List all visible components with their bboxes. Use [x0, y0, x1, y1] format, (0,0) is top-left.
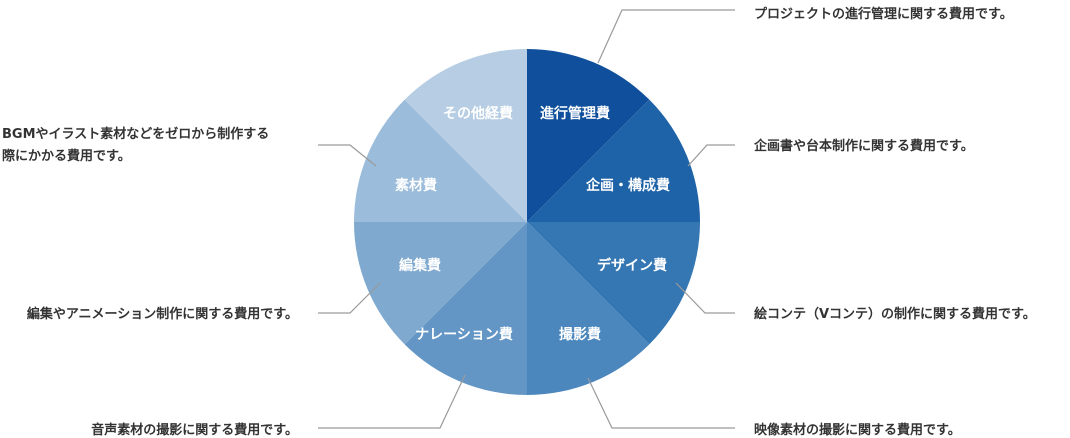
slice-description: BGMやイラスト素材などをゼロから制作する — [2, 126, 269, 142]
leader-line-materials — [318, 144, 377, 167]
pie-slice — [354, 222, 527, 345]
leader-line-planning — [687, 144, 735, 167]
leader-line-editing — [318, 282, 381, 314]
slice-description: 絵コンテ（Vコンテ）の制作に関する費用です。 — [754, 306, 1036, 322]
slice-label: ナレーション費 — [415, 326, 513, 343]
pie-slice — [404, 222, 527, 395]
slice-description: 企画書や台本制作に関する費用です。 — [753, 138, 974, 154]
leader-lines — [318, 9, 735, 429]
slice-description: プロジェクトの進行管理に関する費用です。 — [754, 6, 1013, 22]
leader-line-shooting — [587, 377, 735, 429]
slice-label: デザイン費 — [597, 257, 667, 274]
pie-slices — [354, 49, 700, 395]
pie-slice — [527, 99, 700, 222]
leader-line-progress — [597, 9, 735, 64]
slice-label: 進行管理費 — [540, 105, 610, 122]
pie-slice — [527, 222, 700, 345]
leader-line-narration — [318, 374, 466, 429]
pie-slice — [527, 222, 650, 395]
slice-label: 撮影費 — [559, 326, 601, 343]
slice-description: 音声素材の撮影に関する費用です。 — [91, 422, 298, 438]
leader-line-design — [675, 282, 735, 314]
slice-label: 編集費 — [399, 257, 441, 274]
slice-label: その他経費 — [443, 105, 513, 122]
slice-description: 編集やアニメーション制作に関する費用です。 — [27, 306, 298, 322]
slice-description: 映像素材の撮影に関する費用です。 — [754, 422, 961, 438]
pie-slice — [354, 99, 527, 222]
slice-label: 素材費 — [395, 177, 437, 194]
slice-description: 際にかかる費用です。 — [2, 148, 131, 164]
slice-label: 企画・構成費 — [585, 177, 670, 194]
pie-slice — [404, 49, 527, 222]
pie-slice — [527, 49, 650, 222]
